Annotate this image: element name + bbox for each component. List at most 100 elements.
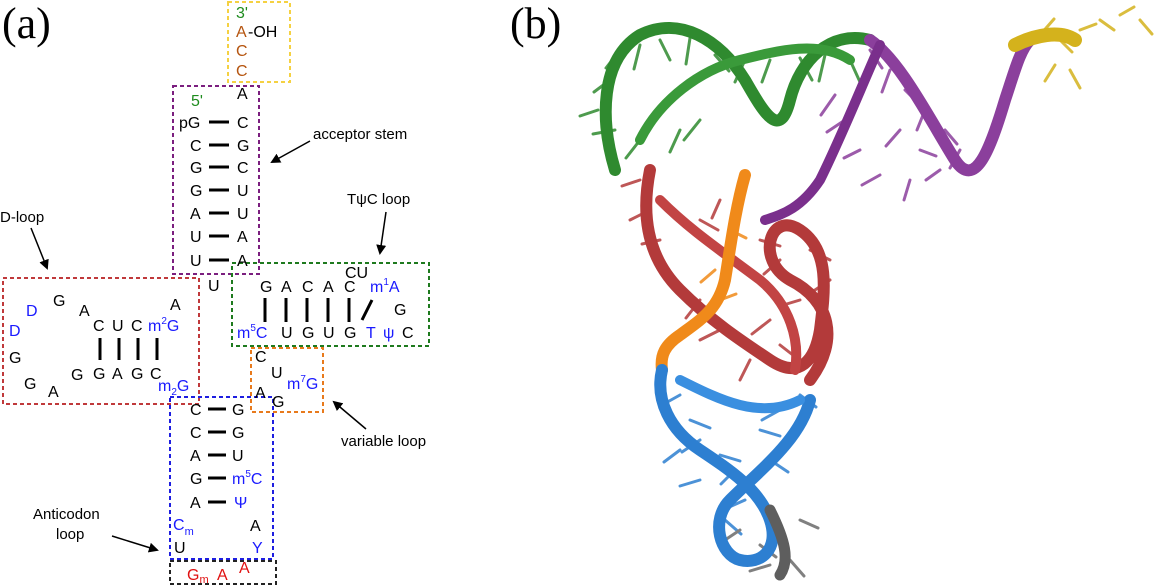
anticodon-loop-arrow (111, 535, 159, 553)
ac-cm: Cm (173, 517, 194, 538)
acceptor-left-0: pG (179, 115, 200, 132)
anticodon-gm: Gm (187, 567, 209, 586)
acceptor-right-2: G (237, 138, 249, 155)
dloop-a1: A (170, 297, 181, 314)
ac-left-0: C (190, 402, 202, 419)
t-t: T (366, 325, 376, 342)
acceptor-right-1: C (237, 115, 249, 132)
acceptor-right-7: A (237, 253, 248, 270)
acceptor-right-6: A (237, 229, 248, 246)
panel-a-label: (a) (2, 0, 51, 48)
ribbon-red-2 (655, 195, 802, 375)
tstem-bottom-0: U (281, 325, 293, 342)
tstem-bottom-3: G (344, 325, 356, 342)
t-c: C (402, 325, 414, 342)
dloop-g2: G (9, 350, 21, 367)
tpsic-loop-arrow (376, 211, 387, 255)
anticodon-loop-box (169, 560, 277, 585)
var-a: A (255, 385, 266, 402)
anticodon-pair-bonds (208, 407, 226, 504)
tpsic-loop-box (231, 262, 430, 347)
acceptor-right-0: A (237, 86, 248, 103)
ac-a: A (250, 518, 261, 535)
dloop-d1: D (26, 303, 38, 320)
dloop-d2: D (9, 323, 21, 340)
tpsic-loop-label: TψC loop (347, 191, 410, 208)
acceptor-left-5: U (190, 229, 202, 246)
ribbon-orange (655, 169, 751, 376)
dstem-bottom-1: A (112, 366, 123, 383)
t-psi: ψ (383, 325, 394, 342)
acceptor-stem: 5' A pG C C G G C G U A U U A U A (179, 86, 249, 270)
dstem-bottom-mod: m2G (158, 378, 189, 398)
var-u: U (271, 365, 283, 382)
dstem-bottom-3: C (150, 366, 162, 383)
anticodon-triplet: Gm A A (187, 560, 250, 586)
dstem-bottom-2: G (131, 366, 143, 383)
ribbon-yellow (1008, 27, 1082, 52)
tstem-pair-bonds (263, 298, 374, 322)
tstem-bottom-1: G (302, 325, 314, 342)
cca-c2: C (236, 63, 248, 80)
acceptor-right-4: U (237, 183, 249, 200)
dloop-g1: G (53, 293, 65, 310)
ribbon-blue (654, 364, 816, 567)
tstem-top-2: C (302, 279, 314, 296)
trna-3d-structure (578, 5, 1154, 581)
tstem-top-1: A (281, 279, 292, 296)
dstem-top-1: U (112, 318, 124, 335)
t-cu: CU (345, 265, 368, 282)
dloop-g4: G (71, 367, 83, 384)
ac-psi: Ψ (234, 495, 247, 512)
d-loop-arrow (30, 227, 49, 270)
acceptor-stem-box (172, 85, 260, 275)
ac-right-1: G (232, 425, 244, 442)
dstem-pair-bonds (98, 338, 159, 360)
variable-loop-box (250, 347, 324, 413)
tstem-top-3: A (323, 279, 334, 296)
ac-right-0: G (232, 402, 244, 419)
variable-loop-label: variable loop (341, 433, 426, 450)
var-c: C (255, 349, 267, 366)
ac-left-1: C (190, 425, 202, 442)
anticodon-loop-label-line2: loop (56, 526, 84, 543)
d-loop: U A G D A D G G A G C U C m2G G A G C m2… (9, 278, 220, 401)
region-labels: acceptor stem D-loop TψC loop variable l… (0, 126, 426, 553)
ribbon-gray (764, 504, 791, 581)
t-g: G (394, 302, 406, 319)
acceptor-stem-label: acceptor stem (313, 126, 407, 143)
dloop-g3: G (24, 376, 36, 393)
tpsic-loop: G A C A C CU m1A G m5C U G U G T ψ C (237, 265, 414, 342)
t-m1a: m1A (370, 277, 400, 296)
anticodon-a2: A (239, 560, 250, 577)
d-loop-box (2, 277, 200, 405)
nucleotide-sticks (578, 5, 1154, 578)
hydroxyl-label: -OH (248, 24, 277, 41)
acceptor-right-5: U (237, 206, 249, 223)
tstem-bottom-2: U (323, 325, 335, 342)
dstem-top-2: C (131, 318, 143, 335)
ac-right-2: U (232, 448, 244, 465)
var-m7g: m7G (287, 374, 318, 393)
acceptor-left-1: C (190, 138, 202, 155)
dloop-a2: A (79, 303, 90, 320)
ac-m5c: m5C (232, 469, 262, 488)
anticodon-a1: A (217, 567, 228, 584)
variable-loop: C U m7G A G (255, 349, 318, 411)
d-loop-label: D-loop (0, 209, 44, 226)
ac-left-2: A (190, 448, 201, 465)
ac-u: U (174, 540, 186, 557)
anticodon-stem: C G C G A U G m5C A Ψ Cm A U Y (173, 402, 263, 557)
cca-tail: 3' A -OH C C (236, 5, 277, 80)
five-prime-label: 5' (191, 93, 203, 110)
acceptor-left-3: G (190, 183, 202, 200)
variable-loop-arrow (332, 400, 367, 430)
dstem-top-mod: m2G (148, 316, 179, 335)
acceptor-left-4: A (190, 206, 201, 223)
ribbon-purple (864, 34, 1036, 177)
terminal-a: A (236, 24, 247, 41)
anticodon-loop-label-line1: Anticodon (33, 506, 100, 523)
tstem-top-4: C (344, 279, 356, 296)
dstem-top-0: C (93, 318, 105, 335)
